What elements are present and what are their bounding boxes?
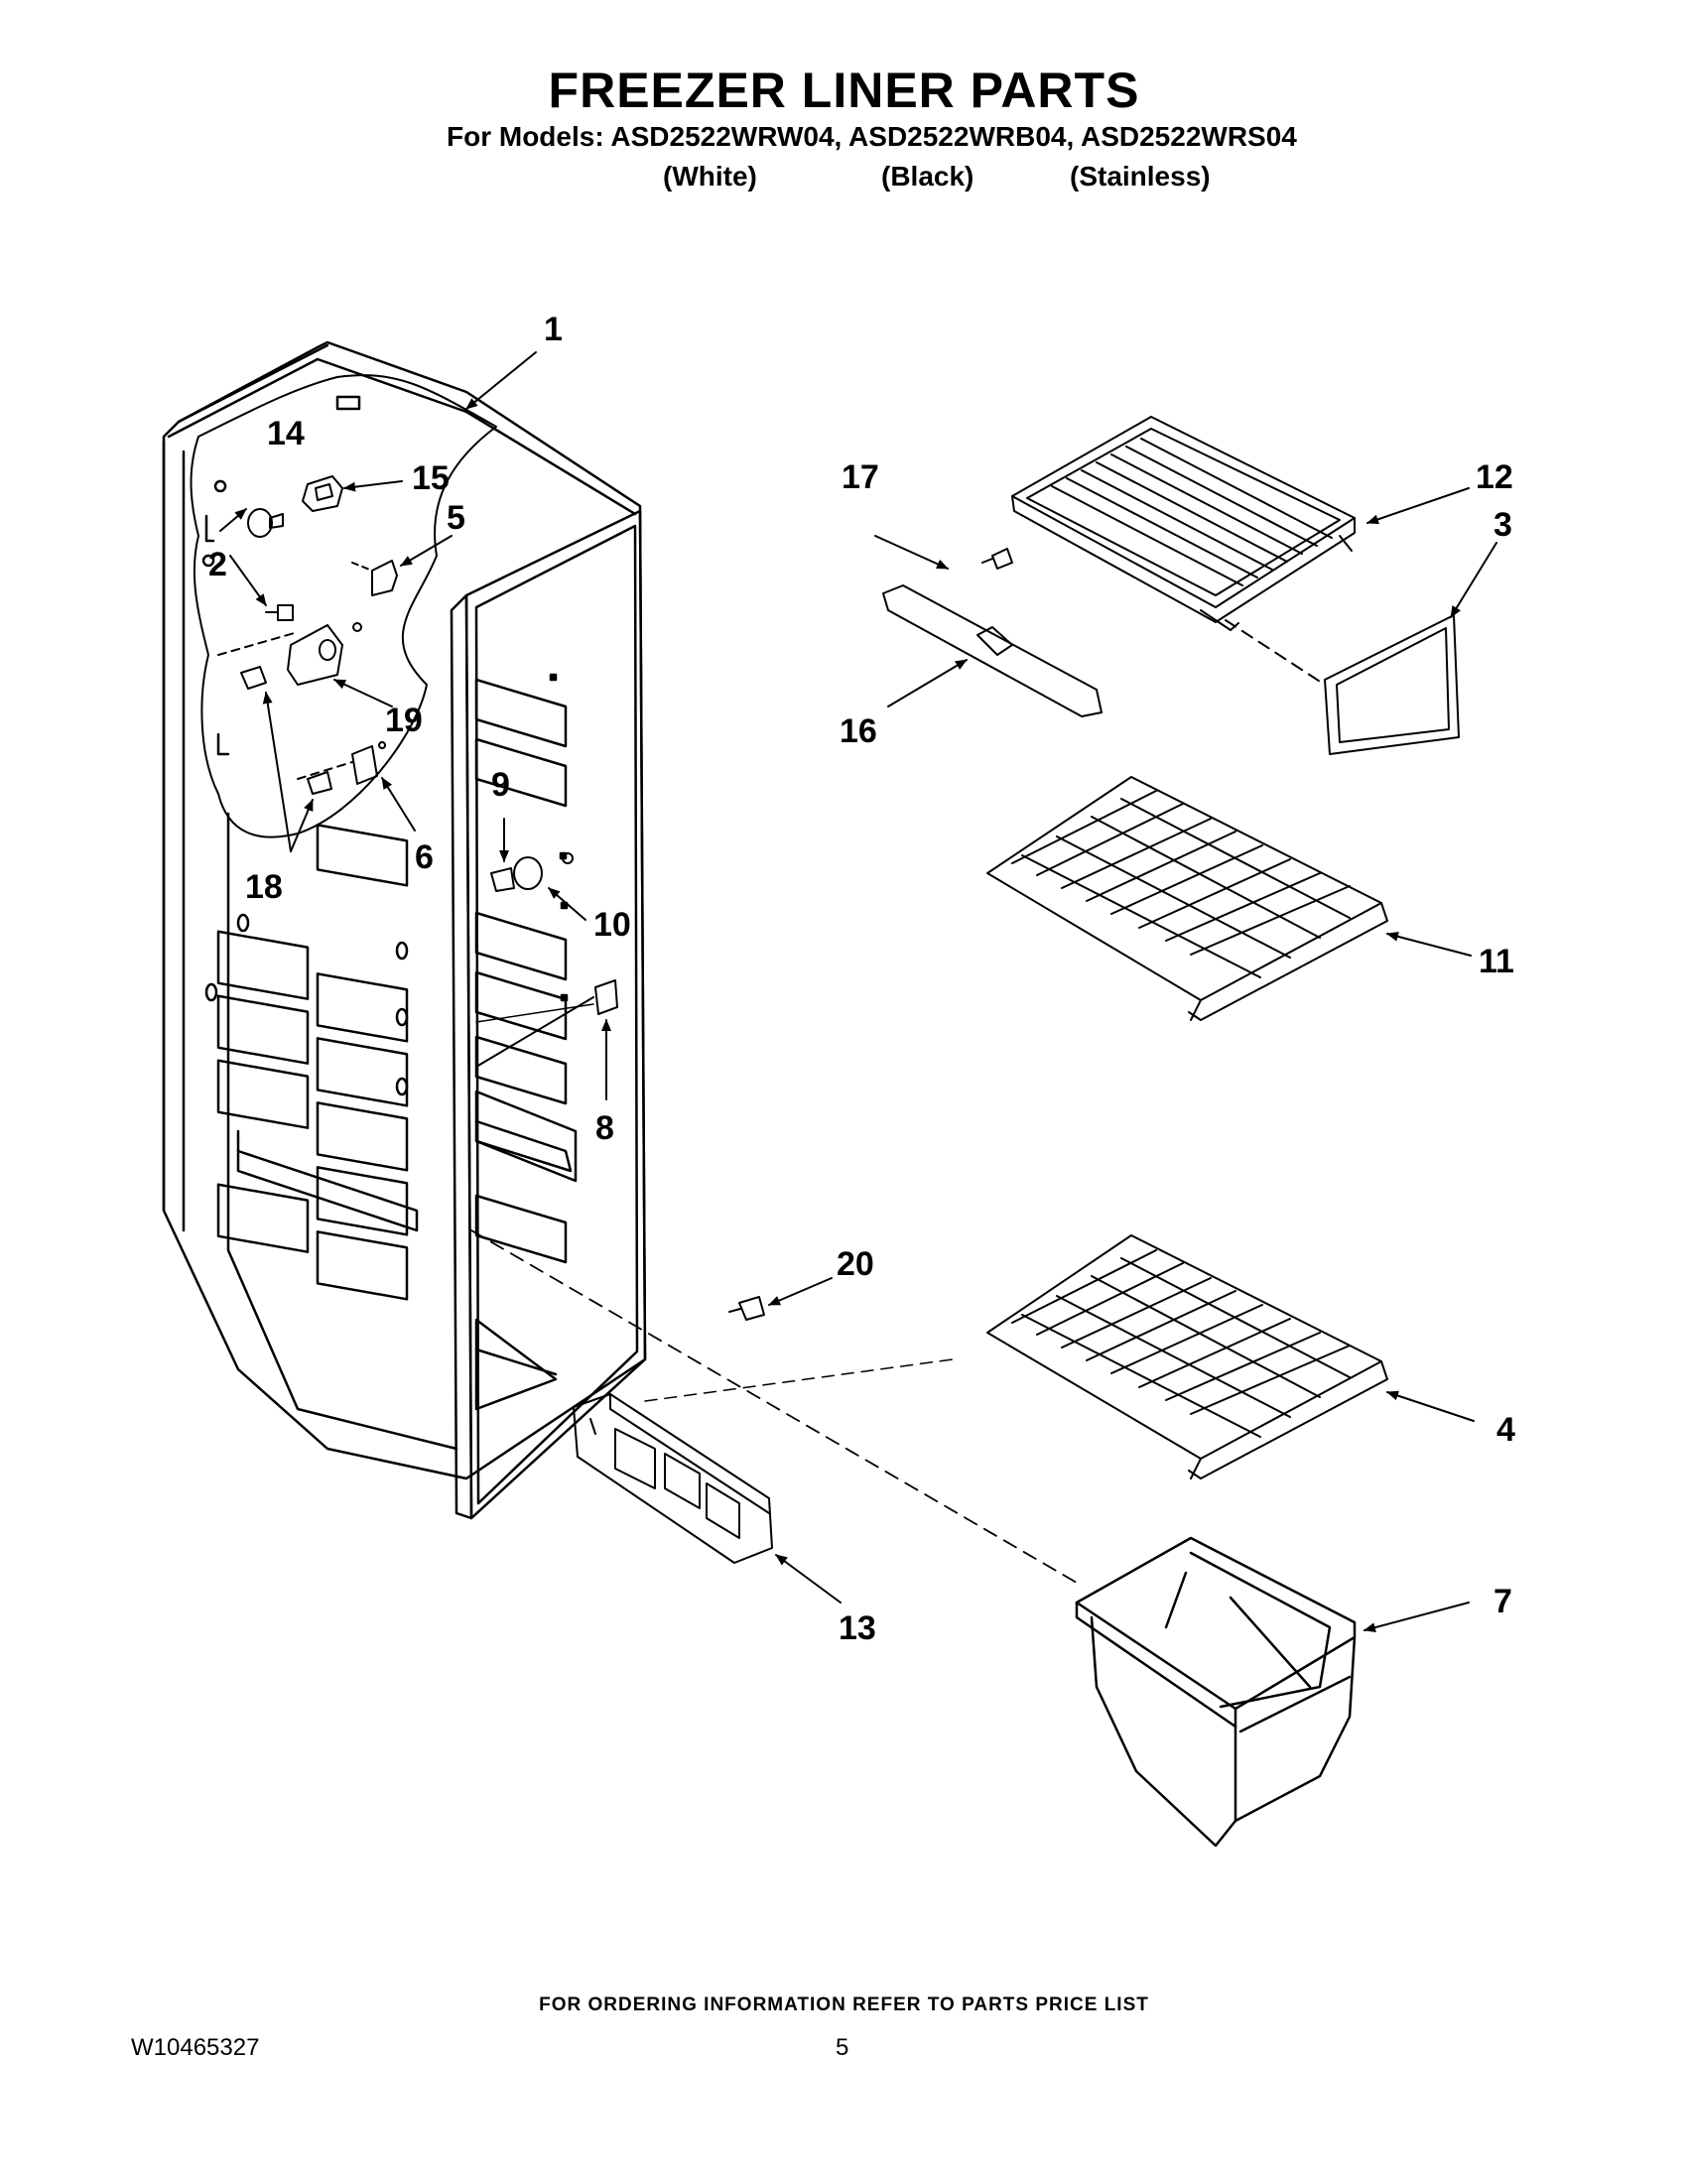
- shelf-bracket: [882, 548, 1103, 717]
- callout-1: 1: [544, 311, 563, 348]
- freezer-bin: [1075, 1536, 1357, 1848]
- callout-2: 2: [208, 546, 227, 583]
- control-housing: [470, 1229, 1078, 1584]
- callout-14: 14: [267, 415, 305, 452]
- callout-10: 10: [593, 906, 631, 944]
- callout-18: 18: [245, 868, 283, 906]
- callout-11: 11: [1479, 943, 1514, 980]
- leader-lines: [219, 351, 1497, 1632]
- callout-17: 17: [842, 458, 879, 496]
- freezer-liner: [162, 340, 647, 1520]
- variant-stainless: (Stainless): [1070, 161, 1211, 192]
- callout-4: 4: [1496, 1411, 1515, 1449]
- callout-20: 20: [837, 1245, 874, 1283]
- callout-3: 3: [1493, 506, 1512, 544]
- callout-8: 8: [595, 1109, 614, 1147]
- ordering-info-note: FOR ORDERING INFORMATION REFER TO PARTS …: [539, 1994, 1149, 2015]
- upper-left-parts: [217, 475, 398, 795]
- variant-white: (White): [663, 161, 757, 192]
- models-line: For Models: ASD2522WRW04, ASD2522WRB04, …: [447, 121, 1297, 152]
- shelf-frame: [1011, 416, 1356, 631]
- document-number: W10465327: [131, 2034, 260, 2061]
- variant-black: (Black): [881, 161, 974, 192]
- page-title: FREEZER LINER PARTS: [548, 63, 1140, 118]
- callout-6: 6: [415, 838, 434, 876]
- callout-13: 13: [839, 1609, 876, 1647]
- callout-16: 16: [840, 712, 877, 750]
- wire-shelf-upper: [986, 776, 1388, 1021]
- callout-7: 7: [1493, 1583, 1512, 1620]
- callout-numbers: 1 14 15 5 2 19 18 6 9 10 8 17 12 3 16 11…: [208, 311, 1515, 1647]
- callout-15: 15: [412, 459, 450, 497]
- screw-20: [728, 1296, 765, 1321]
- callout-9: 9: [491, 766, 510, 804]
- liner-wall-parts: [475, 852, 618, 1068]
- callout-5: 5: [447, 499, 465, 537]
- wire-shelf-lower: [986, 1234, 1388, 1479]
- callout-19: 19: [385, 702, 423, 739]
- shelf-trim: [1225, 614, 1460, 755]
- callout-12: 12: [1476, 458, 1513, 496]
- page-number: 5: [836, 2034, 849, 2061]
